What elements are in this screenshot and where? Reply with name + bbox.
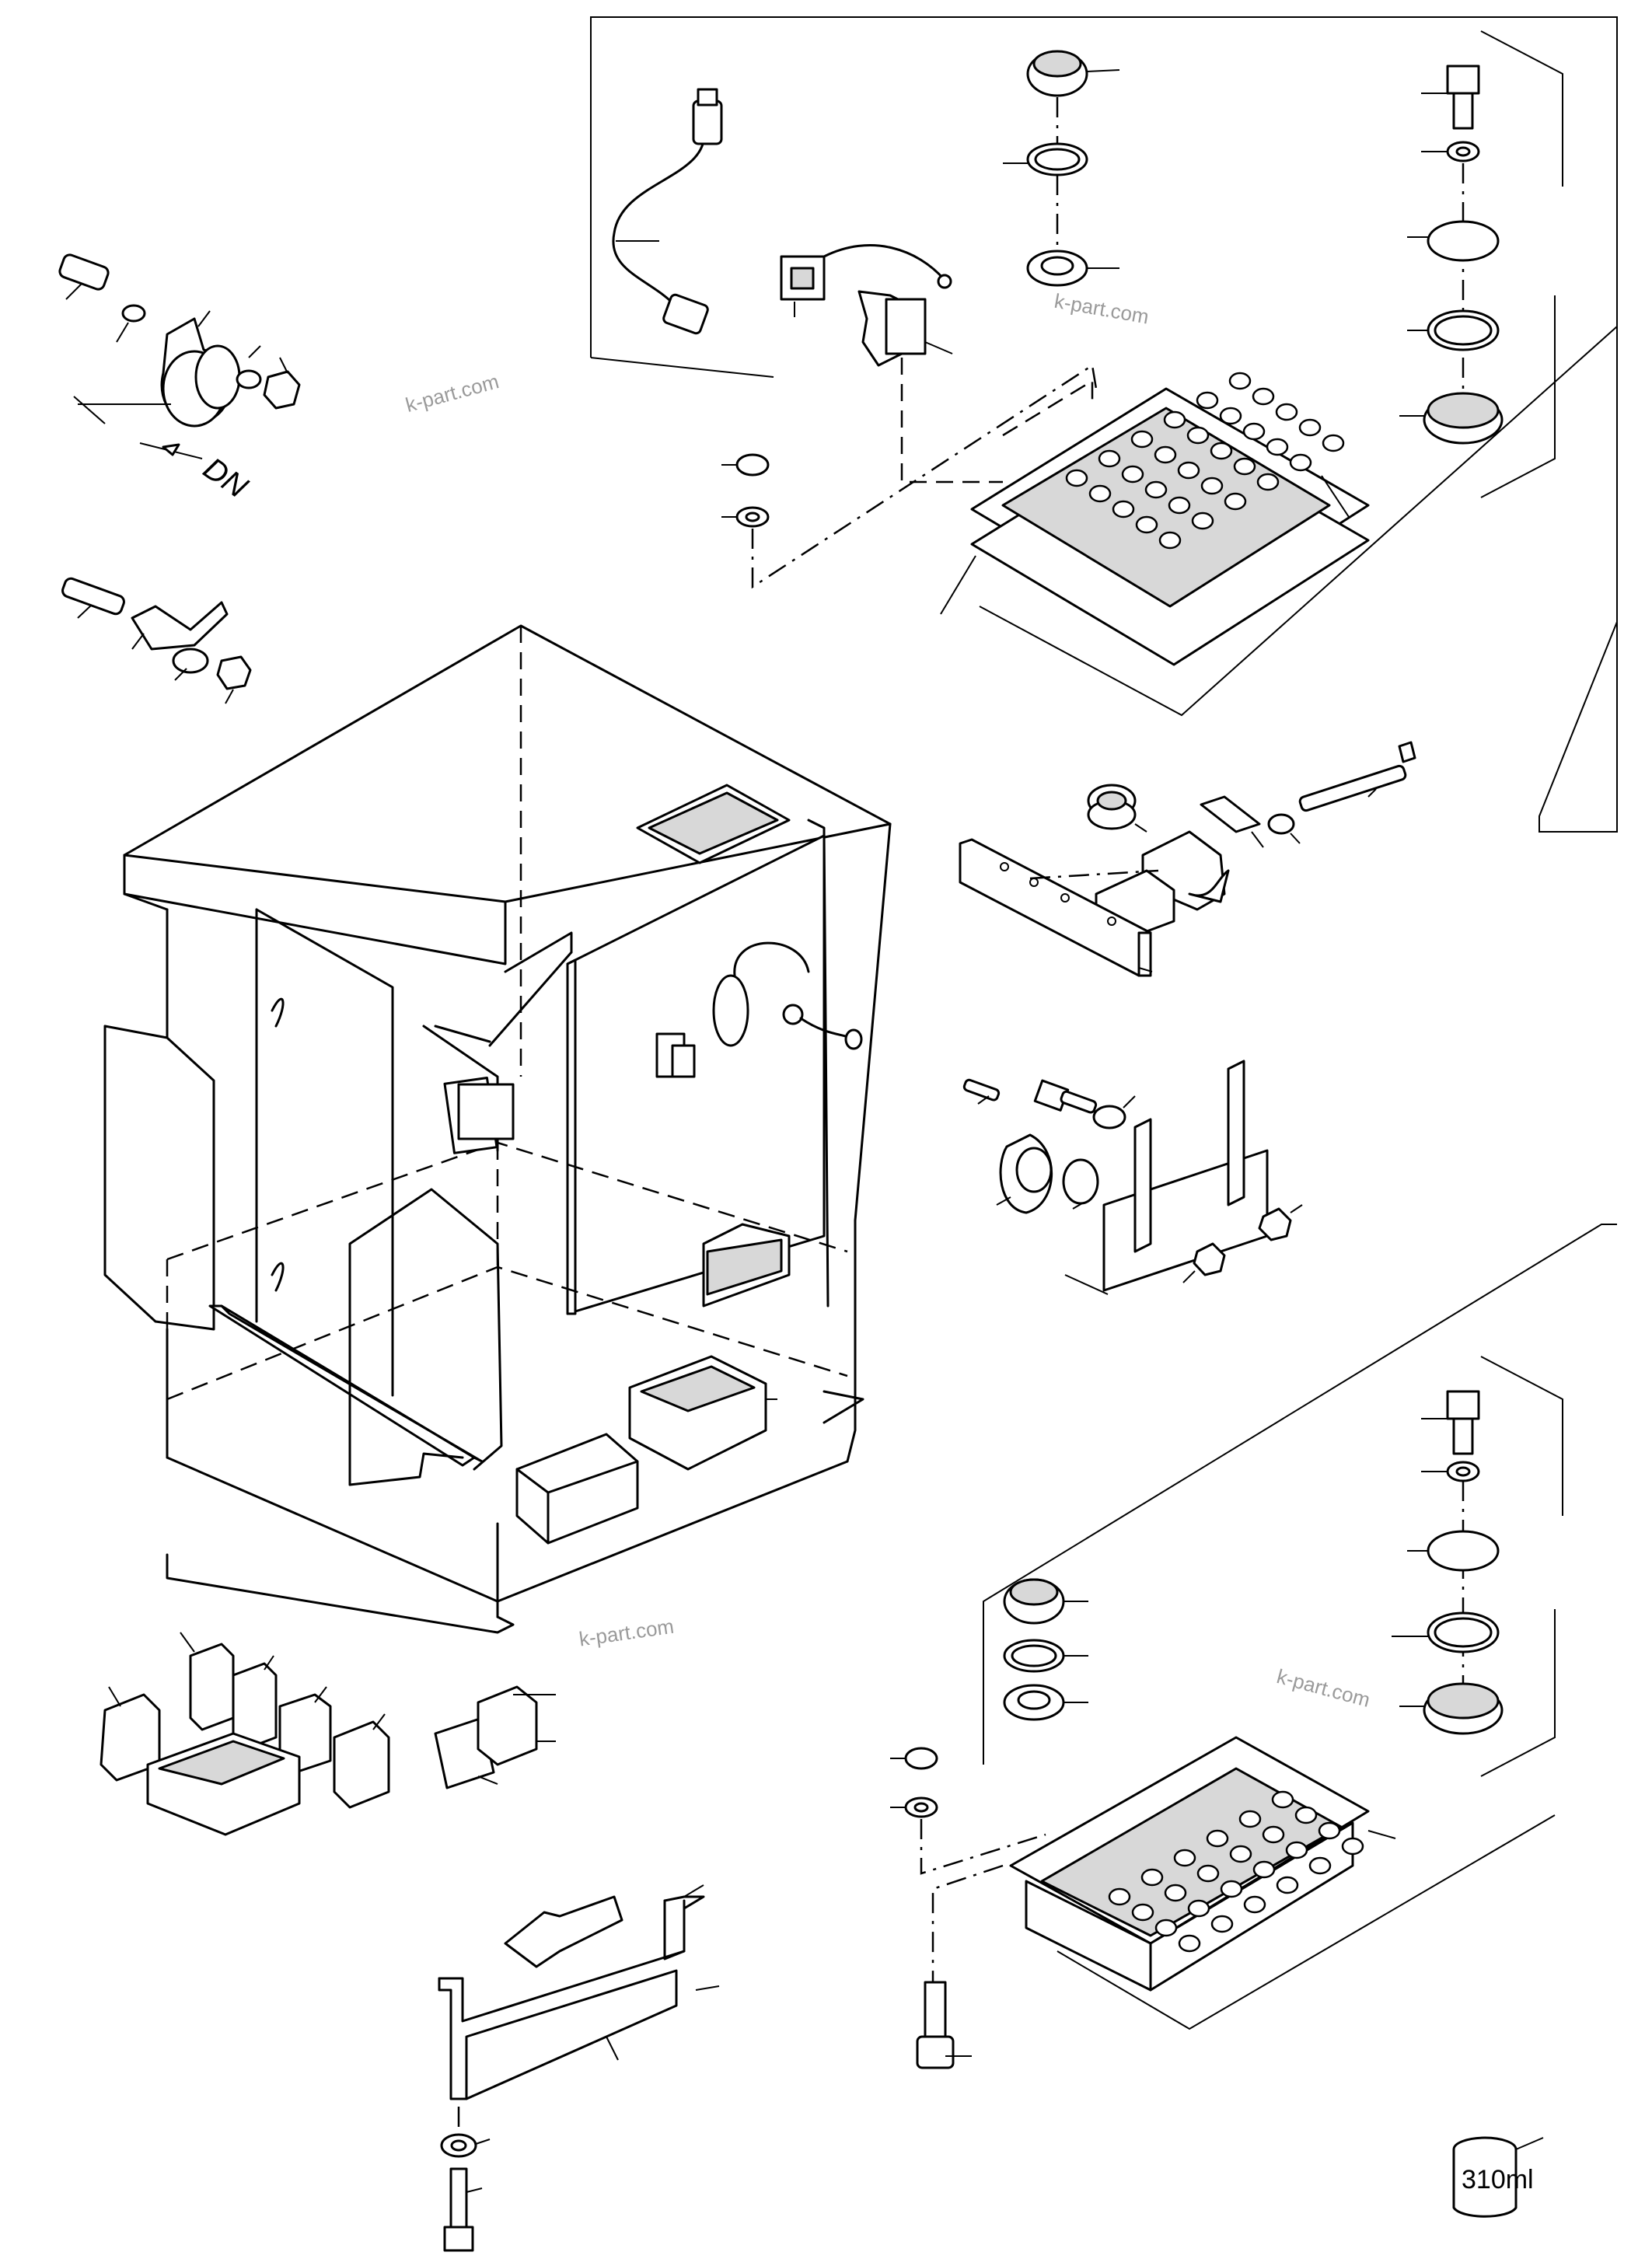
gland-hole: [1318, 1821, 1341, 1840]
watermark-2: k-part.com: [1053, 289, 1151, 329]
gland-hole: [1131, 1903, 1154, 1922]
main-cabinet: [103, 624, 892, 1634]
gland-hole: [1163, 410, 1186, 429]
gland-hole: [1294, 1806, 1318, 1824]
gland-hole: [1233, 457, 1256, 476]
gland-stack: [1003, 50, 1120, 287]
terminal-blocks-group: [100, 1632, 556, 1836]
switch-assembly: [780, 244, 953, 367]
gland-stack-bottom: [1003, 1578, 1088, 1721]
gland-hole: [1191, 512, 1214, 530]
gland-hole: [1322, 434, 1345, 452]
gland-hole: [1088, 484, 1112, 503]
bolt-washer-stack-top: [1399, 65, 1504, 445]
gland-hole: [1196, 1864, 1220, 1883]
cable-tray-bracket: [438, 1884, 720, 2252]
gland-hole: [1219, 407, 1242, 425]
gland-hole: [1228, 372, 1252, 390]
volume-label: 310ml: [1462, 2165, 1534, 2194]
nut-washer-bottom: [890, 1747, 1046, 1998]
gland-hole: [1140, 1868, 1164, 1887]
gland-hole: [1154, 1919, 1178, 1937]
dn-dimension-label: DN: [197, 451, 254, 505]
gland-hole: [1289, 453, 1312, 472]
gland-hole: [1276, 1876, 1299, 1894]
sealant-tube: 310ml: [1452, 2136, 1544, 2218]
gland-hole: [1220, 1880, 1243, 1898]
gland-hole: [1308, 1856, 1332, 1875]
gland-hole: [1121, 465, 1144, 484]
nut-washer-left-of-plate: [721, 358, 1098, 589]
gland-hole: [1341, 1837, 1364, 1856]
gland-hole: [1252, 387, 1275, 406]
gland-hole: [1206, 1829, 1229, 1848]
gland-hole: [1271, 1790, 1294, 1809]
gland-hole: [1298, 418, 1322, 437]
gland-hole: [1210, 1915, 1234, 1933]
gland-plate: [940, 372, 1370, 666]
pipe-clamp-assembly: DN: [58, 253, 301, 505]
gland-hole: [1256, 473, 1280, 491]
gland-hole: [1266, 438, 1289, 456]
gland-hole: [1168, 496, 1191, 515]
gland-hole: [1178, 1934, 1201, 1953]
gland-hole: [1252, 1860, 1276, 1879]
mounting-plate-assembly: [962, 1060, 1303, 1295]
watermark-4: k-part.com: [1274, 1664, 1372, 1712]
gland-hole: [1285, 1841, 1308, 1859]
gland-hole: [1112, 500, 1135, 518]
gland-hole: [1262, 1825, 1285, 1844]
watermark-1: k-part.com: [403, 369, 501, 417]
gland-hole: [1229, 1845, 1252, 1863]
gland-tray: [1009, 1736, 1396, 1992]
gland-hole: [1187, 1899, 1210, 1918]
gland-hole: [1144, 480, 1168, 499]
gland-hole: [1224, 492, 1247, 511]
cable-plug-assembly: [612, 88, 723, 335]
bracket-bolt-assembly: [61, 577, 252, 704]
bottom-right-group-frame: [983, 1224, 1617, 2030]
gland-hole: [1210, 442, 1233, 460]
gland-hole: [1158, 531, 1182, 550]
gland-hole: [1173, 1849, 1196, 1867]
gland-hole: [1098, 449, 1121, 468]
top-right-group-frame: [590, 16, 1618, 833]
gland-hole: [1177, 461, 1200, 480]
gland-hole: [1154, 445, 1177, 464]
gland-hole: [1243, 1895, 1266, 1914]
watermark-3: k-part.com: [578, 1615, 676, 1651]
gland-hole: [1200, 477, 1224, 495]
gland-hole: [1108, 1887, 1131, 1906]
gland-hole: [1238, 1810, 1262, 1828]
gland-hole: [1242, 422, 1266, 441]
gland-hole: [1135, 515, 1158, 534]
gland-hole: [1186, 426, 1210, 445]
gland-hole: [1164, 1884, 1187, 1902]
gland-hole: [1275, 403, 1298, 421]
cable-gland-bracket-assembly: [959, 741, 1416, 977]
gland-hole: [1065, 469, 1088, 487]
long-bolt-bottom: [916, 1981, 972, 2069]
gland-hole: [1196, 391, 1219, 410]
bolt-washer-stack-bottom: [1392, 1390, 1504, 1741]
gland-hole: [1130, 430, 1154, 449]
